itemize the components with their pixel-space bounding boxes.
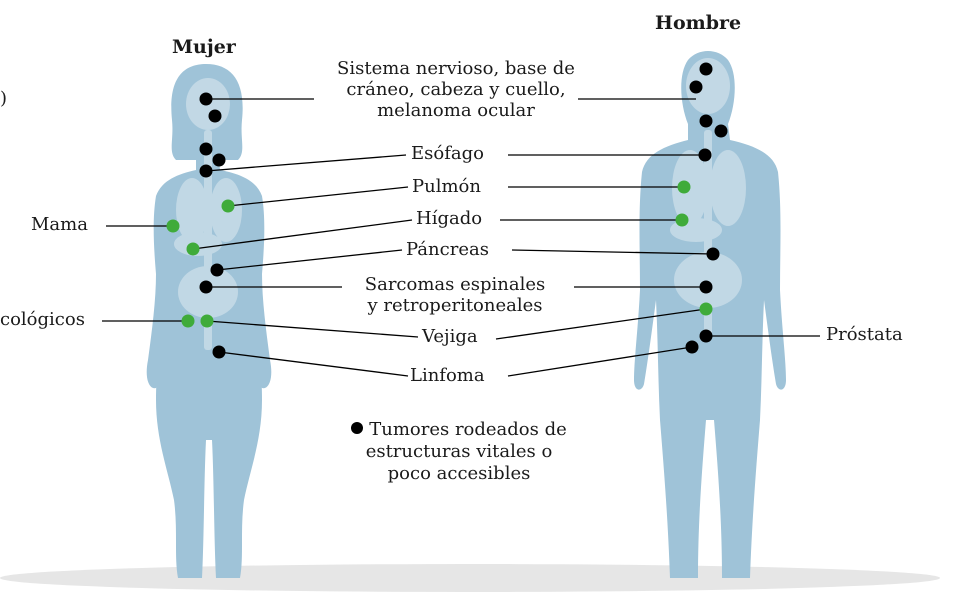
man-title: Hombre bbox=[655, 12, 741, 34]
dot-man-sarcoma bbox=[700, 281, 713, 294]
dot-woman-liver bbox=[187, 243, 200, 256]
dot-woman-sarcoma bbox=[200, 281, 213, 294]
label-gynecologic: cológicos bbox=[0, 309, 85, 330]
dot-woman-esophagus bbox=[200, 165, 213, 178]
label-nervous-line1: Sistema nervioso, base de bbox=[306, 58, 606, 79]
dot-man-neck-2 bbox=[715, 125, 728, 138]
label-nervous-line2: cráneo, cabeza y cuello, bbox=[306, 79, 606, 100]
dot-woman-lung bbox=[222, 200, 235, 213]
legend-text-line2: estructuras vitales o bbox=[314, 441, 604, 463]
legend-black-dot-icon bbox=[351, 422, 363, 434]
dot-woman-gyneco bbox=[182, 315, 195, 328]
label-sarcoma: Sarcomas espinales y retroperitoneales bbox=[330, 274, 580, 316]
dot-woman-breast bbox=[167, 220, 180, 233]
label-prostate: Próstata bbox=[826, 324, 903, 345]
dot-woman-neck-2 bbox=[213, 154, 226, 167]
dot-woman-lymphoma bbox=[213, 346, 226, 359]
label-nervous-system: Sistema nervioso, base de cráneo, cabeza… bbox=[306, 58, 606, 121]
label-bladder: Vejiga bbox=[422, 326, 478, 347]
floor-shadow bbox=[0, 564, 940, 592]
man-lung-right bbox=[710, 150, 746, 226]
dot-woman-neck-1 bbox=[200, 143, 213, 156]
label-breast: Mama bbox=[31, 214, 88, 235]
label-lymphoma: Linfoma bbox=[410, 365, 485, 386]
dot-woman-head-1 bbox=[200, 93, 213, 106]
legend-text-line1: Tumores rodeados de bbox=[369, 419, 567, 440]
dot-man-lung bbox=[678, 181, 691, 194]
dot-man-neck-1 bbox=[700, 115, 713, 128]
label-sarcoma-line1: Sarcomas espinales bbox=[330, 274, 580, 295]
dot-man-head-1 bbox=[700, 63, 713, 76]
label-nervous-line3: melanoma ocular bbox=[306, 100, 606, 121]
label-esophagus: Esófago bbox=[411, 143, 484, 164]
dot-man-bladder bbox=[700, 303, 713, 316]
dot-man-lymphoma bbox=[686, 341, 699, 354]
dot-man-esophagus bbox=[699, 149, 712, 162]
dot-woman-pancreas bbox=[211, 264, 224, 277]
legend-text-line3: poco accesibles bbox=[314, 463, 604, 485]
label-partial-paren: ) bbox=[0, 88, 7, 109]
label-lung: Pulmón bbox=[412, 176, 481, 197]
dot-man-pancreas bbox=[707, 248, 720, 261]
dot-man-liver bbox=[676, 214, 689, 227]
woman-title: Mujer bbox=[172, 36, 236, 58]
label-pancreas: Páncreas bbox=[406, 239, 489, 260]
label-sarcoma-line2: y retroperitoneales bbox=[330, 295, 580, 316]
legend: Tumores rodeados de estructuras vitales … bbox=[314, 419, 604, 485]
dot-woman-bladder bbox=[201, 315, 214, 328]
dot-man-prostate bbox=[700, 330, 713, 343]
label-liver: Hígado bbox=[416, 208, 482, 229]
dot-man-head-2 bbox=[690, 81, 703, 94]
legend-line1: Tumores rodeados de bbox=[314, 419, 604, 441]
dot-woman-head-2 bbox=[209, 110, 222, 123]
